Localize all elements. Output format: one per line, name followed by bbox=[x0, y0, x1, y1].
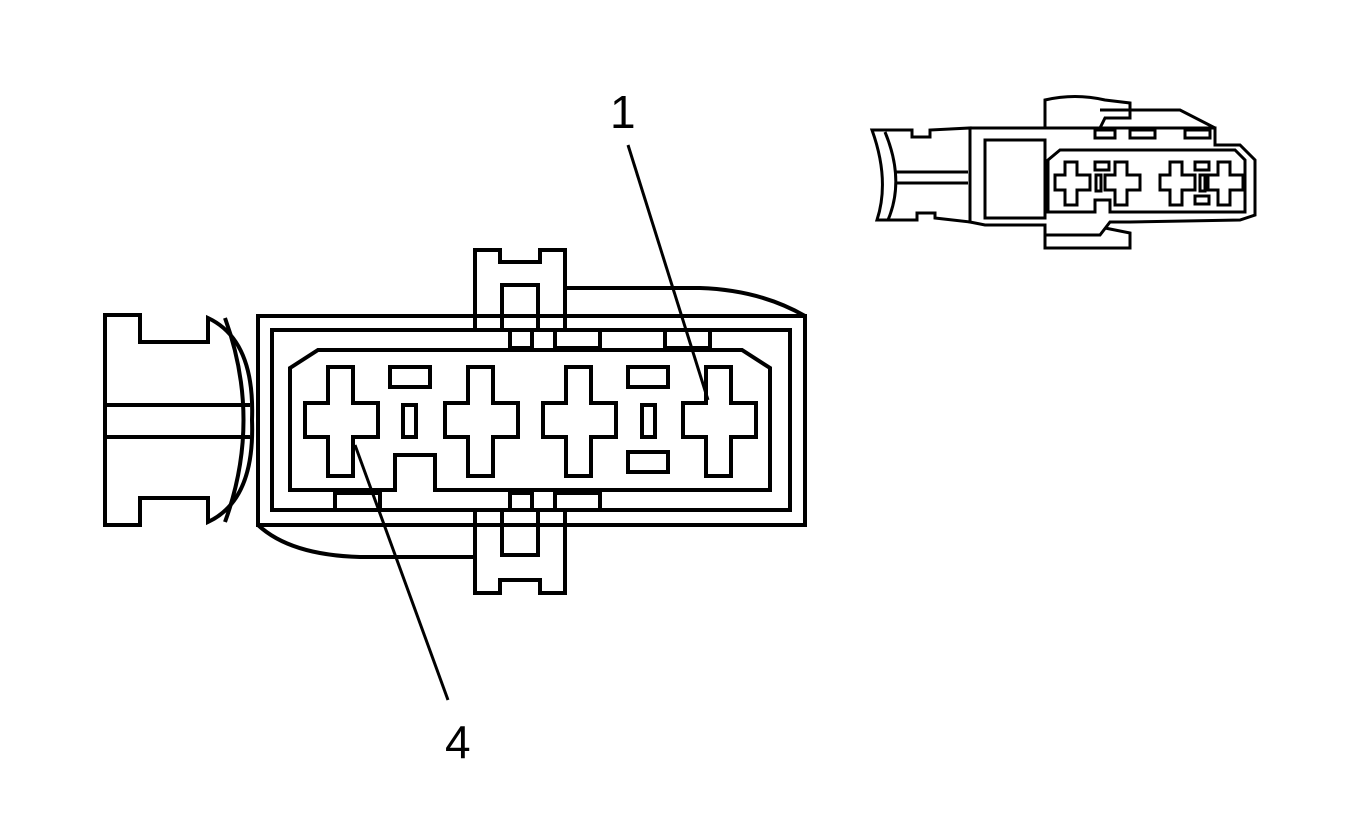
terminal-4 bbox=[303, 365, 380, 478]
key-slot bbox=[626, 450, 670, 474]
boot-inner-curve bbox=[223, 317, 246, 523]
small-terminal-4 bbox=[1053, 160, 1092, 207]
terminal-1 bbox=[681, 365, 758, 478]
small-frame-window bbox=[1183, 128, 1212, 140]
connector-boot bbox=[103, 313, 255, 527]
locking-tab-top-slot bbox=[500, 283, 540, 332]
key-slot bbox=[388, 365, 432, 389]
frame-window bbox=[508, 491, 534, 512]
key-pin bbox=[401, 403, 418, 439]
callout-1-leader bbox=[626, 144, 710, 401]
small-connector-housing bbox=[968, 126, 1257, 237]
callouts: 1 4 bbox=[353, 86, 710, 768]
small-terminal-1 bbox=[1206, 160, 1245, 207]
frame-window bbox=[553, 491, 602, 512]
small-key-slot bbox=[1093, 160, 1111, 172]
callout-4-leader bbox=[353, 444, 450, 701]
small-locking-tab-bottom bbox=[1043, 225, 1132, 250]
callout-1-label: 1 bbox=[610, 86, 636, 138]
terminal-3 bbox=[443, 365, 520, 478]
locking-tab-bottom-slot bbox=[500, 508, 540, 557]
small-connector-boot bbox=[869, 126, 972, 224]
housing-inner-frame bbox=[270, 328, 792, 512]
small-key-pin bbox=[1198, 173, 1207, 193]
connector-large-view bbox=[103, 248, 807, 595]
small-housing-face bbox=[983, 138, 1047, 220]
connector-housing bbox=[256, 314, 807, 527]
small-frame-window bbox=[1093, 128, 1117, 140]
small-terminal-3 bbox=[1103, 160, 1142, 207]
key-slot bbox=[626, 365, 670, 389]
housing-top-shroud bbox=[565, 286, 807, 318]
frame-window bbox=[333, 491, 382, 512]
callout-4-label: 4 bbox=[445, 716, 471, 768]
small-terminal-2 bbox=[1158, 160, 1197, 207]
small-locking-tab-top bbox=[1043, 95, 1132, 130]
frame-window bbox=[553, 328, 602, 350]
locking-tab-bottom bbox=[473, 508, 567, 595]
small-key-slot bbox=[1193, 160, 1211, 172]
small-terminal-face bbox=[1046, 148, 1247, 214]
small-key-pin bbox=[1094, 173, 1103, 193]
small-top-shroud bbox=[1100, 108, 1216, 130]
small-key-slot bbox=[1193, 194, 1211, 206]
connector-small-view bbox=[869, 95, 1257, 250]
frame-window bbox=[508, 328, 534, 350]
small-boot-curve bbox=[883, 131, 898, 221]
housing-bottom-shroud bbox=[256, 523, 475, 559]
key-pin bbox=[640, 403, 657, 439]
terminal-2 bbox=[541, 365, 618, 478]
small-frame-window bbox=[1128, 128, 1157, 140]
terminal-face bbox=[288, 348, 772, 492]
